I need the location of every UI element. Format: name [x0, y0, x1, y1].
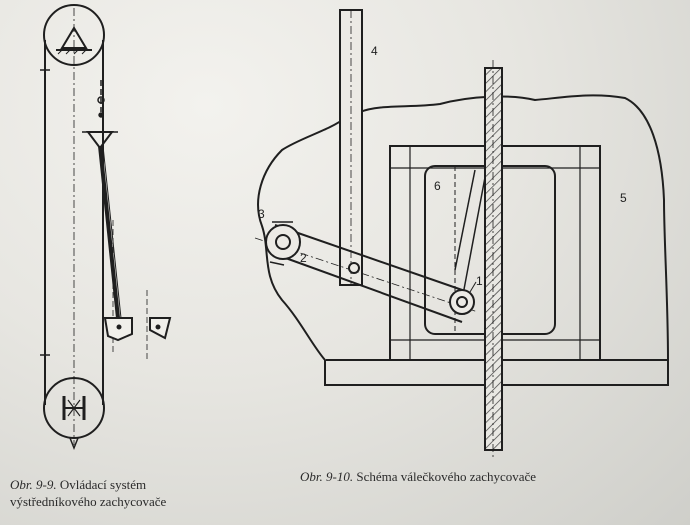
pin-rod-lever	[348, 262, 360, 274]
pull-rod	[339, 9, 363, 286]
roller-1	[449, 289, 475, 315]
label-part-6: 6	[434, 179, 441, 193]
caption-figure-9-9-line1: Obr. 9-9. Ovládací systém	[10, 477, 166, 493]
top-pulley	[43, 4, 105, 66]
caption-figure-9-10: Obr. 9-10. Schéma válečkového zachycovač…	[300, 469, 537, 485]
caption-figure-9-9-title-start: Ovládací systém	[56, 477, 147, 492]
figure-9-9-drawing	[40, 4, 172, 451]
pivot-3	[265, 224, 301, 260]
label-part-1: 1	[476, 274, 483, 288]
caption-figure-9-10-number: Obr. 9-10.	[300, 469, 354, 484]
label-part-4: 4	[371, 44, 378, 58]
control-rod	[98, 145, 120, 319]
lever-triangle	[86, 131, 114, 150]
figure-9-10-drawing	[254, 9, 669, 460]
label-part-2: 2	[300, 251, 307, 265]
label-part-5: 5	[620, 191, 627, 205]
caption-figure-9-9-line2: výstředníkového zachycovače	[10, 493, 167, 509]
caption-figure-9-10-title: Schéma válečkového zachycovače	[353, 469, 537, 484]
guide-rail	[484, 67, 503, 451]
bottom-pulley	[43, 377, 105, 439]
caption-figure-9-9: Obr. 9-9. Ovládací systém výstředníkovéh…	[10, 477, 167, 510]
top-pulley-support	[60, 26, 88, 49]
label-part-3: 3	[258, 207, 265, 221]
caption-figure-9-9-number: Obr. 9-9.	[10, 477, 57, 492]
